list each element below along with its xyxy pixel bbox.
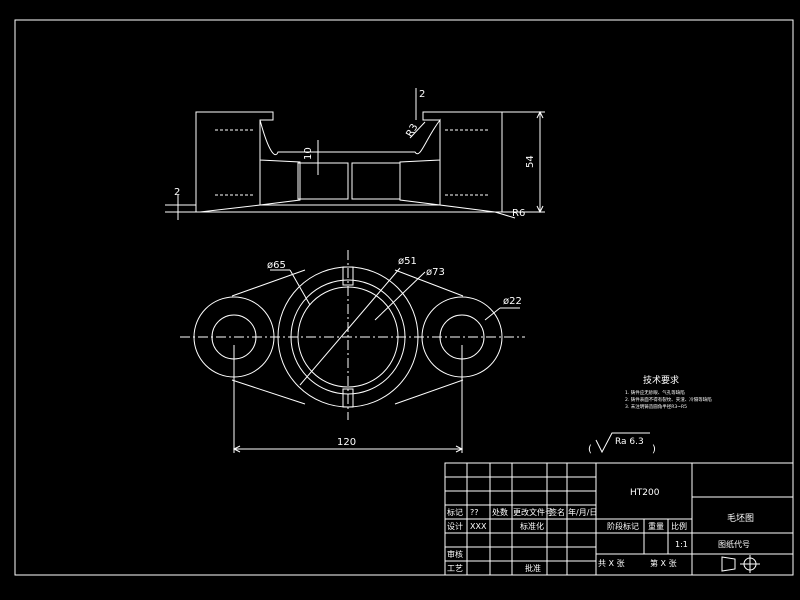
svg-text:): ) [652,444,656,455]
drawing-frame [14,19,794,576]
projection-symbol-icon [721,555,760,573]
tb-mark: 标记 [447,507,463,517]
tb-stage: 阶段标记 [607,521,639,531]
title-block: HT200 毛坯图 图纸代号 标记 ?? 处数 更改文件号 签名 年/月/日 设… [444,462,794,576]
tech-requirements: 技术要求 1. 铸件应无砂眼、气孔等缺陷 2. 铸件表面不得有裂纹、夹渣、冷隔等… [625,374,712,410]
tech-req-item-2: 2. 铸件表面不得有裂纹、夹渣、冷隔等缺陷 [625,396,712,403]
tech-req-item-1: 1. 铸件应无砂眼、气孔等缺陷 [625,389,685,396]
tb-change-doc: 更改文件号 [513,507,553,517]
tb-date: 年/月/日 [568,507,597,517]
left-offset-dim: 2 [174,187,180,198]
tech-req-title: 技术要求 [643,374,679,386]
tb-total: 共 X 张 [598,559,625,568]
drawing-code-label: 图纸代号 [718,539,750,549]
tb-qq: ?? [470,508,479,517]
tb-count: 处数 [492,507,508,517]
tb-sign: 签名 [549,507,565,517]
svg-text:10: 10 [303,147,314,160]
d22-dim: ø22 [503,296,522,307]
tb-approve: 批准 [525,563,541,573]
tb-scale: 比例 [671,521,687,531]
material-label: HT200 [630,488,660,498]
d51-dim: ø51 [398,256,417,267]
center-distance-dim: 120 [337,437,356,448]
d73-dim: ø73 [426,267,445,278]
tb-design: 设计 [447,521,463,531]
svg-text:(: ( [588,444,592,455]
drawing-title: 毛坯图 [727,512,754,524]
fillet-r6-dim: R6 [512,208,525,219]
roughness-symbol: ( Ra 6.3 ) [588,432,656,455]
tb-sheet: 第 X 张 [650,558,677,568]
top-view: ø65 ø51 ø73 ø22 120 [180,250,525,453]
tb-scale-value: 1:1 [675,540,688,549]
top-thickness-dim: 2 [419,89,425,100]
tb-designer: XXX [470,522,487,531]
height-dim: 54 [525,155,536,168]
tech-req-item-3: 3. 未注明铸造圆角半径R3~R5 [625,403,687,410]
tb-weight: 重量 [648,521,664,531]
d65-dim: ø65 [267,260,286,271]
tb-standard: 标准化 [520,521,544,531]
tb-review: 审核 [447,549,463,559]
front-section-view: 10 54 2 R3 R6 2 [165,88,545,220]
tb-process: 工艺 [447,564,463,573]
roughness-value: Ra 6.3 [615,437,644,447]
fillet-r3-dim: R3 [404,122,420,139]
